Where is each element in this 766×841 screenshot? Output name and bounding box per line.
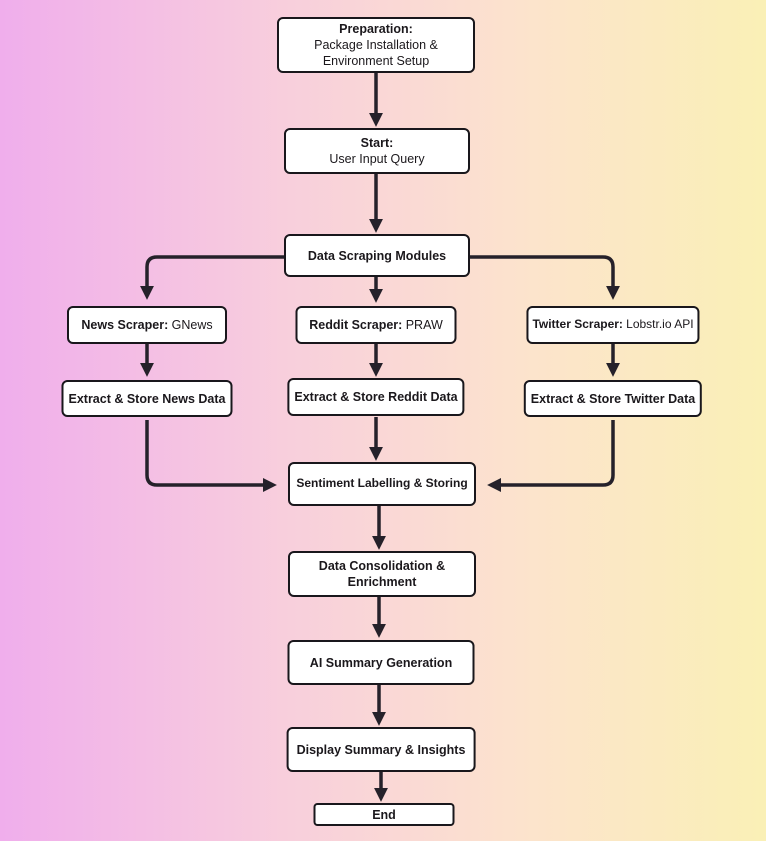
node-start-title: Start: bbox=[360, 136, 394, 150]
node-reddit-scraper-value: PRAW bbox=[405, 318, 443, 332]
node-preparation-subtitle: Package Installation & Environment Setup bbox=[314, 38, 438, 68]
node-twitter-scraper-label: Twitter Scraper: bbox=[532, 317, 623, 332]
node-extract-reddit-label: Extract & Store Reddit Data bbox=[294, 390, 458, 404]
node-reddit-scraper: Reddit Scraper: PRAW bbox=[295, 306, 457, 344]
node-sentiment-labelling: Sentiment Labelling & Storing bbox=[288, 462, 476, 506]
node-display-summary-label: Display Summary & Insights bbox=[296, 742, 466, 757]
node-twitter-scraper: Twitter Scraper: Lobstr.io API bbox=[526, 306, 700, 344]
node-ai-summary-label: AI Summary Generation bbox=[309, 655, 453, 670]
arrow-extract-twitter-to-sentiment bbox=[487, 420, 615, 492]
node-end-label: End bbox=[372, 807, 396, 822]
node-end: End bbox=[313, 803, 455, 826]
node-preparation: Preparation: Package Installation & Envi… bbox=[277, 17, 475, 73]
node-extract-twitter: Extract & Store Twitter Data bbox=[523, 380, 703, 417]
node-extract-twitter-label: Extract & Store Twitter Data bbox=[530, 391, 696, 406]
node-data-consolidation: Data Consolidation & Enrichment bbox=[288, 551, 476, 597]
node-ai-summary: AI Summary Generation bbox=[287, 640, 475, 685]
node-news-scraper-label: News Scraper: bbox=[81, 318, 169, 332]
node-preparation-title: Preparation: bbox=[339, 22, 413, 36]
node-data-scraping-modules: Data Scraping Modules bbox=[284, 234, 470, 277]
node-start: Start: User Input Query bbox=[284, 128, 470, 174]
node-extract-reddit: Extract & Store Reddit Data bbox=[287, 378, 465, 416]
node-data-scraping-modules-label: Data Scraping Modules bbox=[307, 248, 447, 263]
node-data-consolidation-label: Data Consolidation & Enrichment bbox=[318, 559, 446, 589]
arrow-scraping-to-news bbox=[140, 255, 284, 300]
node-extract-news: Extract & Store News Data bbox=[61, 380, 233, 417]
node-news-scraper: News Scraper: GNews bbox=[67, 306, 227, 344]
node-display-summary: Display Summary & Insights bbox=[286, 727, 476, 772]
arrow-extract-news-to-sentiment bbox=[145, 420, 277, 492]
arrow-scraping-to-twitter bbox=[470, 255, 620, 300]
node-news-scraper-value: GNews bbox=[171, 318, 213, 332]
node-sentiment-labelling-label: Sentiment Labelling & Storing bbox=[296, 476, 468, 491]
node-reddit-scraper-label: Reddit Scraper: bbox=[309, 318, 403, 332]
node-start-subtitle: User Input Query bbox=[329, 152, 425, 166]
node-extract-news-label: Extract & Store News Data bbox=[68, 391, 226, 406]
node-twitter-scraper-value: Lobstr.io API bbox=[626, 317, 694, 332]
